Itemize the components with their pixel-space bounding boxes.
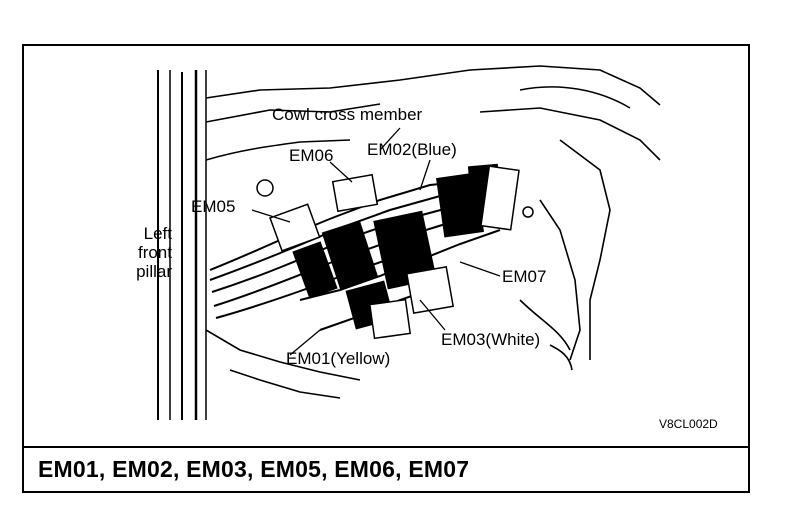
label-left-front-pillar-line1: Left bbox=[143, 224, 172, 243]
leader-lines bbox=[251, 127, 501, 356]
label-em05: EM05 bbox=[191, 197, 236, 216]
label-em01: EM01(Yellow) bbox=[286, 349, 391, 368]
connector-outlines bbox=[269, 165, 520, 340]
label-left-front-pillar-line3: pillar bbox=[136, 262, 172, 281]
label-em07: EM07 bbox=[502, 267, 547, 286]
figure-code: V8CL002D bbox=[659, 417, 718, 431]
label-left-front-pillar: Left front pillar bbox=[120, 224, 172, 281]
label-cowl-cross-member: Cowl cross member bbox=[272, 105, 423, 124]
label-em02: EM02(Blue) bbox=[367, 140, 457, 159]
cowl-outline bbox=[205, 65, 661, 399]
label-em03: EM03(White) bbox=[441, 330, 541, 349]
left-front-pillar bbox=[157, 70, 207, 420]
bolt-icon bbox=[256, 179, 534, 218]
label-em06: EM06 bbox=[289, 146, 334, 165]
connector-list-caption: EM01, EM02, EM03, EM05, EM06, EM07 bbox=[38, 456, 470, 482]
label-left-front-pillar-line2: front bbox=[137, 243, 172, 262]
caption-divider bbox=[22, 446, 750, 448]
